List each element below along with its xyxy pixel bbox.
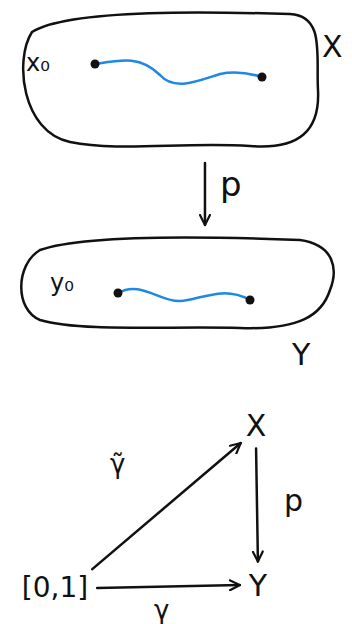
point-name: y₀ [50,270,74,296]
map-name: γ̃ [108,450,127,479]
space-region: Xx₀ [10,5,345,160]
region-border [23,12,318,146]
space-name: X [322,30,343,63]
map-name: p [218,166,244,203]
lifted-path [95,60,262,83]
region-outline [10,5,345,160]
object-name: Y [249,569,267,602]
map-arrow [97,585,240,588]
start-point [91,60,100,69]
object-name: [0,1] [22,573,88,604]
end-point [246,296,255,305]
map-arrow [92,443,240,569]
region-border [21,237,333,328]
point-name: x₀ [26,50,50,76]
base-path [118,289,250,301]
interval-object: [0,1] [18,571,92,606]
map-arrow [204,163,207,225]
map-name: γ [152,596,171,624]
end-point [258,73,267,82]
map-name: p [282,484,305,517]
object-name: X [246,409,267,442]
start-point [114,289,123,298]
space-name: Y [292,338,310,371]
map-arrow [256,448,258,561]
space-object: Y [245,567,271,604]
space-object: X [242,407,271,444]
space-region: Yy₀ [10,228,345,378]
